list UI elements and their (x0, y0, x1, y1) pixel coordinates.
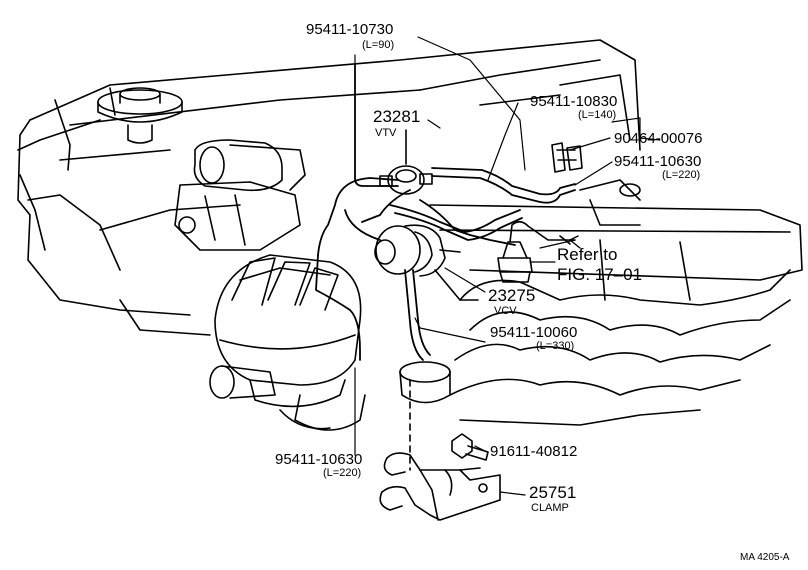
intake-manifold (429, 179, 803, 426)
refer-arrow (569, 235, 581, 249)
vtv-valve (379, 129, 433, 195)
callout-95411-10630-top: 95411-10630 (614, 153, 702, 170)
callout-95411-10630-top-note: (L=220) (662, 169, 701, 181)
callout-25751-note: CLAMP (531, 502, 569, 514)
callout-95411-10060: 95411-10060 (490, 324, 578, 341)
callout-95411-10730-note: (L=90) (362, 39, 395, 51)
callout-95411-10730: 95411-10730 (306, 21, 394, 38)
water-outlet (174, 139, 306, 251)
callout-90464-00076: 90464-00076 (614, 130, 703, 147)
callout-23275: 23275 (488, 286, 536, 305)
bolt (451, 433, 489, 461)
callout-23281: 23281 (373, 107, 421, 126)
callout-23275-note: VCV (494, 305, 517, 317)
clamp-bracket (379, 452, 501, 521)
engine-block (17, 39, 641, 336)
distributor (209, 254, 366, 431)
leader-lines (354, 36, 661, 496)
callout-95411-10830: 95411-10830 (530, 93, 618, 110)
vsv-unit (497, 220, 576, 283)
vacuum-canister (399, 361, 451, 404)
callout-95411-10630-bottom-note: (L=220) (323, 467, 362, 479)
figure-code: MA 4205-A (740, 552, 790, 563)
callout-95411-10630-bottom: 95411-10630 (275, 451, 363, 468)
callout-91611-40812: 91611-40812 (490, 443, 578, 460)
callout-95411-10830-note: (L=140) (578, 109, 617, 121)
reference-line-1: Refer to (557, 245, 618, 264)
vcv-valve (374, 224, 479, 301)
callout-25751: 25751 (529, 483, 577, 502)
callout-95411-10060-note: (L=330) (536, 340, 575, 352)
reference-line-2: FIG. 17–01 (557, 265, 643, 284)
vacuum-hoses (315, 64, 576, 361)
callout-23281-note: VTV (375, 127, 397, 139)
filler-cap (97, 87, 183, 144)
